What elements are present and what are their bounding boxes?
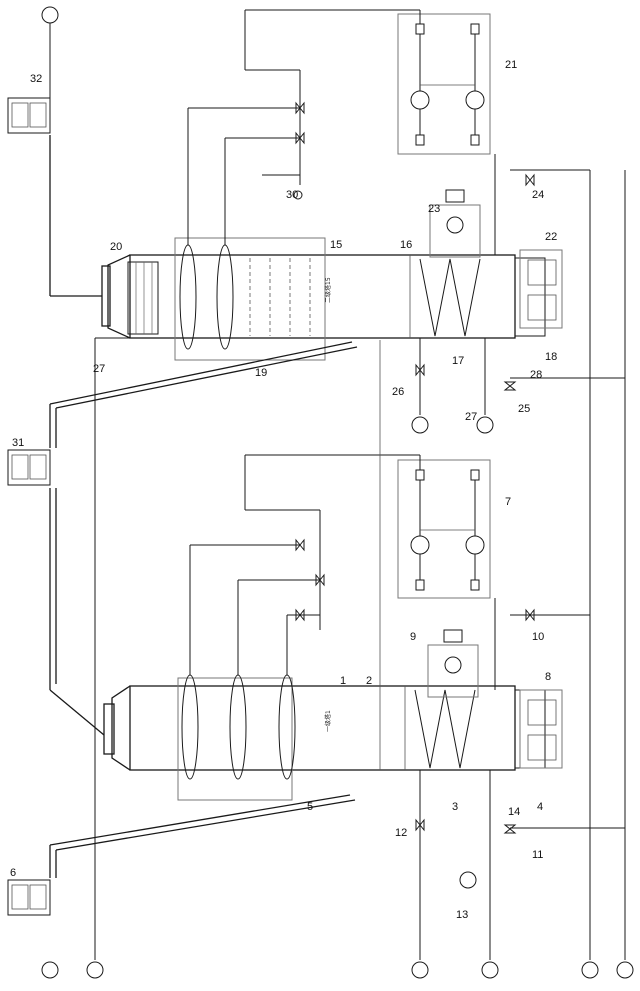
tower-2-spray-zone xyxy=(174,237,326,361)
blower-8 xyxy=(519,689,563,769)
callout: 23 xyxy=(428,203,440,215)
callout: 21 xyxy=(505,59,517,71)
valve-icon xyxy=(315,573,325,587)
fan-31 xyxy=(7,449,51,486)
dosing-unit-9 xyxy=(427,629,479,698)
callout: 12 xyxy=(395,827,407,839)
tower-1-label: 一级塔1 xyxy=(324,710,332,732)
callout: 24 xyxy=(532,189,544,201)
callouts: 1 2 3 4 5 6 7 8 9 10 11 12 13 14 15 16 1… xyxy=(10,59,557,921)
instrument-icon xyxy=(581,961,599,979)
blower-22 xyxy=(519,249,563,329)
dosing-pump-23-icon xyxy=(446,216,464,234)
callout: 11 xyxy=(532,849,543,861)
spray-ring-3 xyxy=(278,674,296,780)
instrument-icon xyxy=(481,961,499,979)
callout: 28 xyxy=(530,369,542,381)
valve-icon xyxy=(295,608,305,622)
callout: 19 xyxy=(255,367,267,379)
valve-icon xyxy=(525,173,535,187)
spray-ring-2 xyxy=(229,674,247,780)
tower-2-top-cone xyxy=(107,254,131,339)
pump-station-21 xyxy=(397,13,491,155)
instrument-icon xyxy=(41,961,59,979)
callout: 8 xyxy=(545,671,551,683)
instrument-icon xyxy=(41,6,59,24)
spray-zone-box-5 xyxy=(177,677,293,801)
callout: 22 xyxy=(545,231,557,243)
spray-zone-box-19 xyxy=(174,237,326,361)
spray-ring-1 xyxy=(181,674,199,780)
instrument-icon xyxy=(293,190,303,200)
instrument-icon xyxy=(411,416,429,434)
pump-b-icon xyxy=(465,535,485,555)
callout: 20 xyxy=(110,241,122,253)
valve-icon xyxy=(415,818,425,832)
tower-2-basin xyxy=(514,257,546,337)
callout: 31 xyxy=(12,437,24,449)
tower-2-label: 二级塔15 xyxy=(324,277,332,303)
tower-2 xyxy=(101,254,546,339)
instrument-icon xyxy=(459,871,477,889)
demister-block-20 xyxy=(127,261,159,335)
callout: 32 xyxy=(30,73,42,85)
callout: 25 xyxy=(518,403,530,415)
instrument-icon xyxy=(411,961,429,979)
tower-1-heat-coil xyxy=(414,689,476,769)
callout: 10 xyxy=(532,631,544,643)
dosing-pump-9-icon xyxy=(444,656,462,674)
tower-2-heat-coil xyxy=(419,258,481,337)
valve-icon xyxy=(295,538,305,552)
instrument-icon xyxy=(616,961,634,979)
callout: 17 xyxy=(452,355,464,367)
tower-1 xyxy=(103,685,546,771)
spray-ring-4 xyxy=(179,244,197,350)
callout: 6 xyxy=(10,867,16,879)
valve-icon xyxy=(295,101,305,115)
callout: 27 xyxy=(465,411,477,423)
dosing-unit-23 xyxy=(429,189,481,258)
pump-a-icon xyxy=(410,535,430,555)
pump-box-21 xyxy=(397,13,491,155)
callout: 4 xyxy=(537,801,543,813)
callout: 2 xyxy=(366,675,372,687)
fan-32 xyxy=(7,97,51,134)
callout: 9 xyxy=(410,631,416,643)
instrument-icon xyxy=(476,416,494,434)
valve-icon xyxy=(503,381,517,391)
tower-1-spray-zone xyxy=(177,674,296,801)
tower-1-top-cone xyxy=(111,685,131,771)
pump-box-7 xyxy=(397,459,491,599)
tower-1-outlet-flange xyxy=(103,703,115,755)
spray-ring-5 xyxy=(216,244,234,350)
callout: 1 xyxy=(340,675,346,687)
pump-c-icon xyxy=(410,90,430,110)
valve-icon xyxy=(295,131,305,145)
piping xyxy=(49,9,626,960)
valve-icon xyxy=(503,824,517,834)
tower-2-outlet-flange xyxy=(101,265,111,327)
fan-6 xyxy=(7,879,51,916)
callout: 30 xyxy=(286,189,298,201)
pump-station-7 xyxy=(397,459,491,599)
tower-1-shell xyxy=(129,685,516,771)
callout: 7 xyxy=(505,496,511,508)
callout: 18 xyxy=(545,351,557,363)
callout: 5 xyxy=(307,801,313,813)
callout: 14 xyxy=(508,806,520,818)
callout: 3 xyxy=(452,801,458,813)
callout: 27 xyxy=(93,363,105,375)
callout: 16 xyxy=(400,239,412,251)
callout: 26 xyxy=(392,386,404,398)
instrument-icon xyxy=(86,961,104,979)
callout: 15 xyxy=(330,239,342,251)
valve-icon xyxy=(525,608,535,622)
valve-icon xyxy=(415,363,425,377)
bottom-instruments xyxy=(41,6,634,979)
pump-d-icon xyxy=(465,90,485,110)
callout: 13 xyxy=(456,909,468,921)
valves xyxy=(295,101,535,834)
